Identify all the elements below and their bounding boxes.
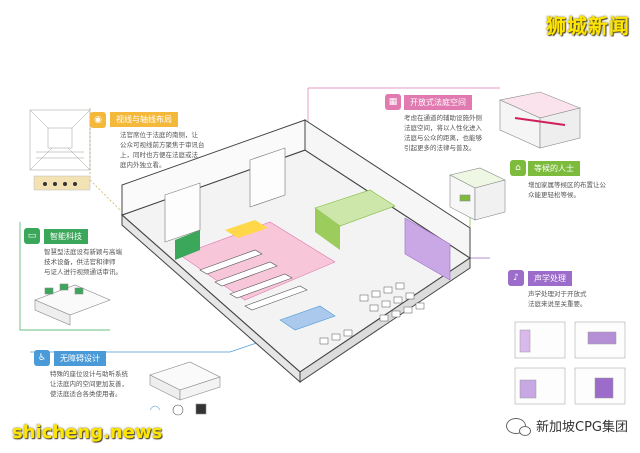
open-space-icon: ▦ <box>385 94 401 110</box>
sightline-diagram <box>29 109 91 171</box>
tech-text: 智慧型法庭设有新颖与高端 技术设备，供法官和律师 与证人进行视频通话审讯。 <box>44 248 122 276</box>
monitor-icon: ▭ <box>24 228 40 244</box>
open-space-text: 考虑在通道的辅助设施外侧 法庭空间，将以人性化进入 法庭与公众的距离，也能够 引… <box>404 114 482 152</box>
accessibility-title: 无障碍设计 <box>54 351 106 366</box>
open-space-title: 开放式法庭空间 <box>404 95 472 110</box>
wechat-icon <box>506 417 531 436</box>
open-space-diagram <box>499 91 581 149</box>
brand-watermark: 狮城新闻 <box>546 14 630 38</box>
acoustics-text: 声学处理对于开放式 法庭来说至关重要。 <box>528 290 587 308</box>
accessibility-diagram <box>149 361 221 416</box>
sightline-text: 法官席位于法庭的南侧，让 公众可视线前方聚焦于审讯台 上，同时也方便在法庭或法 … <box>120 131 205 169</box>
tech-title: 智能科技 <box>44 229 88 244</box>
publisher-name: 新加坡CPG集团 <box>536 420 628 435</box>
waiting-icon: ⌂ <box>510 160 526 176</box>
publisher-watermark: 新加坡CPG集团 <box>506 416 628 436</box>
accessibility-text: 特殊的座位设计与助听系统 让法庭内的空间更加友善， 使法庭适合各类使用者。 <box>50 370 128 398</box>
speaker-icon: ♪ <box>508 270 524 286</box>
waiting-diagram <box>449 167 506 221</box>
courtroom-model <box>120 119 472 384</box>
acoustic-thumbnails <box>514 321 626 405</box>
acoustics-title: 声学处理 <box>528 271 572 286</box>
wheelchair-icon: ♿ <box>34 350 50 366</box>
site-watermark: shicheng.news <box>12 422 163 443</box>
eye-icon: ◉ <box>90 112 106 128</box>
sightline-title: 视线与轴线布局 <box>110 112 178 127</box>
waiting-text: 增加家属等候区的布置让公 众能更轻松等候。 <box>528 181 606 199</box>
waiting-title: 等候的人士 <box>528 161 580 176</box>
tech-diagram <box>34 283 111 326</box>
